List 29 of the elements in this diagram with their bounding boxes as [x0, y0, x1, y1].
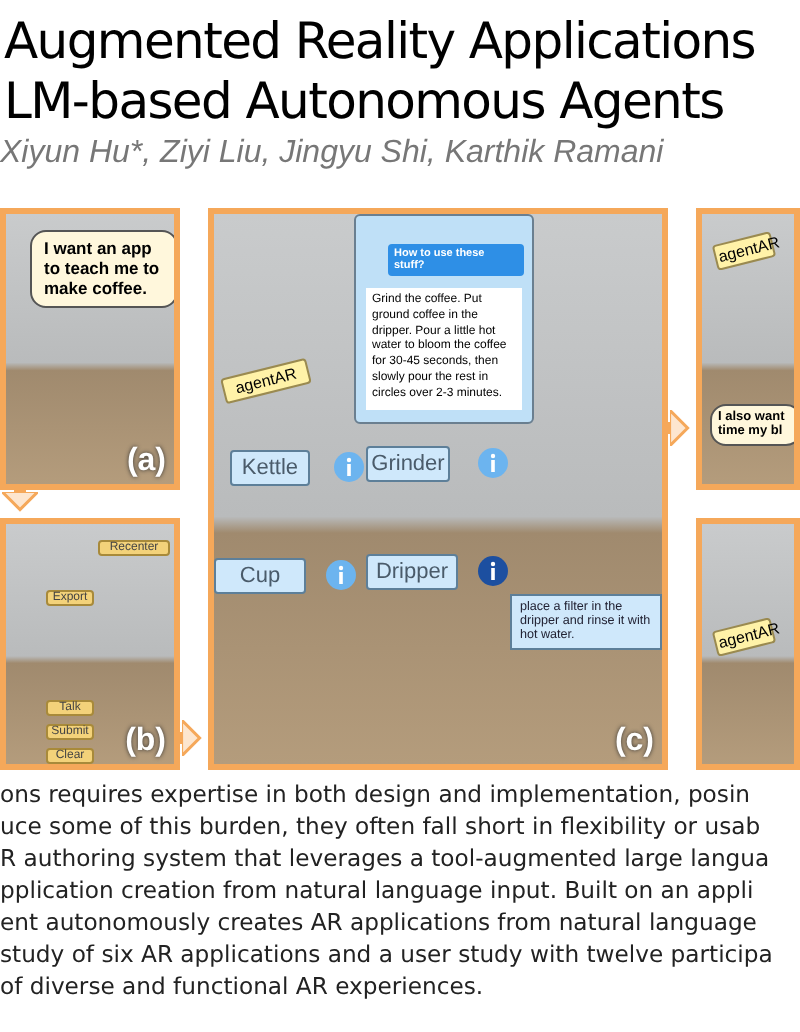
object-label: Grinder: [366, 446, 450, 482]
object-label: Cup: [214, 558, 306, 594]
abstract-text-line: uce some of this burden, they often fall short in flexibility or usab: [0, 812, 761, 840]
arrow: [668, 408, 690, 448]
title: Augmented Reality Applications LM-based Autonomous Agents: [4, 12, 757, 132]
panel-letter: (c): [614, 724, 654, 760]
photo-panel: [696, 518, 800, 770]
object-label: Kettle: [230, 450, 310, 486]
abstract-text-line: pplication creation from natural language input. Built on an appli: [0, 876, 754, 904]
app-name-tag: agentAR: [711, 617, 777, 657]
author-list: Xiyun Hu*, Ziyi Liu, Jingyu Shi, Karthik Ramani: [0, 136, 800, 172]
photo-panel: [0, 518, 180, 770]
arrow: [0, 490, 40, 512]
speech-bubble: I want an app to teach me to make coffee.: [30, 230, 174, 309]
panel-letter: (b): [125, 724, 166, 760]
photo-panel: [0, 208, 180, 490]
abstract-text-line: ons requires expertise in both design and implementation, posin: [0, 780, 751, 808]
photo-panel: [208, 208, 668, 770]
abstract-text-line: of diverse and functional AR experiences.: [0, 972, 484, 1000]
chat-panel: [354, 214, 534, 424]
abstract-text-line: R authoring system that leverages a tool-augmented large langua: [0, 844, 770, 872]
photo-panel: [696, 208, 800, 490]
app-name-tag: agentAR: [220, 357, 312, 405]
app-name-tag: agentAR: [711, 231, 777, 271]
abstract-text-line: study of six AR applications and a user study with twelve participa: [0, 940, 773, 968]
abstract-text-line: ent autonomously creates AR applications from natural language: [0, 908, 757, 936]
panel-letter: (a): [126, 444, 166, 480]
arrow: [180, 718, 202, 758]
object-label: Dripper: [366, 554, 458, 590]
